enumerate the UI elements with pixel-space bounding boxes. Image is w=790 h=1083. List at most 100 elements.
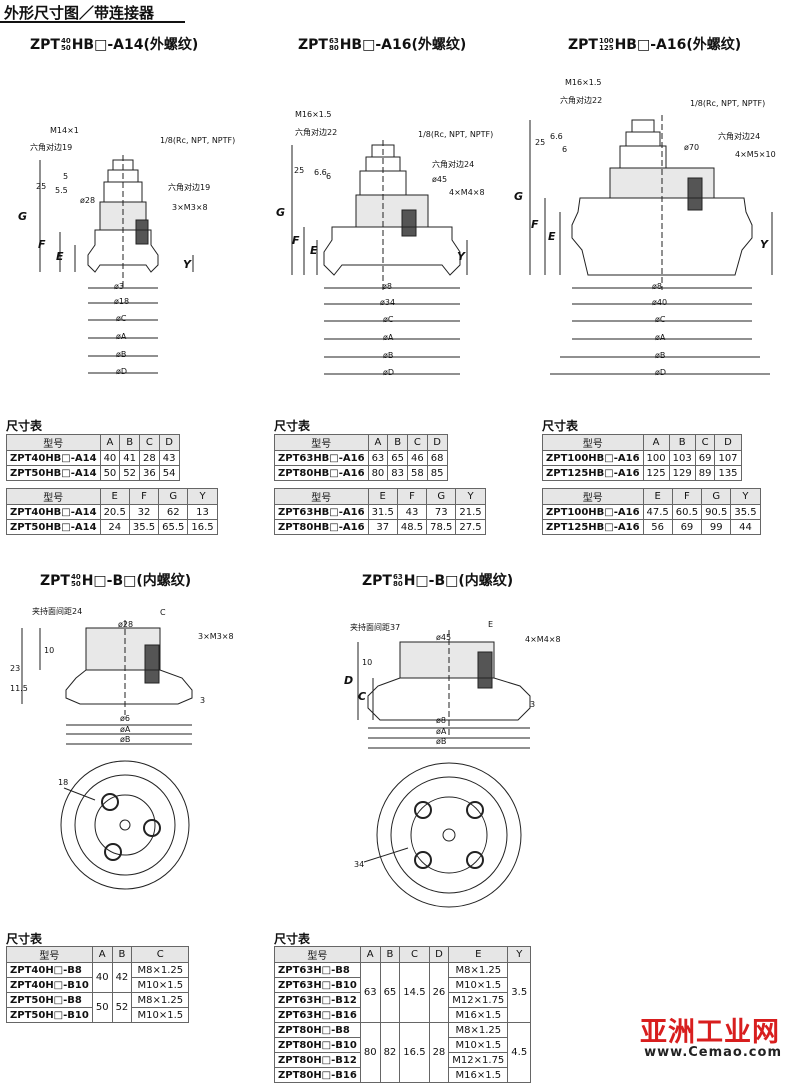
col-g: G bbox=[158, 488, 189, 505]
cell-model: ZPT63H□-B12 bbox=[274, 992, 361, 1008]
d8-label: ø8 bbox=[382, 282, 392, 291]
col-model: 型号 bbox=[274, 434, 369, 451]
cell: 35.5 bbox=[128, 519, 160, 535]
col-e: E bbox=[99, 488, 130, 505]
cell: 65 bbox=[387, 450, 409, 466]
cell: 41 bbox=[119, 450, 141, 466]
h3-label: 3 bbox=[530, 700, 536, 709]
h25-label: 25 bbox=[36, 182, 47, 191]
d18-label: ø18 bbox=[114, 297, 130, 306]
cell: M16×1.5 bbox=[448, 1007, 509, 1023]
boss-diameter-label: ø45 bbox=[436, 633, 452, 642]
port-label: 1/8(Rc, NPT, NPTF) bbox=[160, 136, 236, 145]
boss-diameter-label: ø70 bbox=[684, 143, 700, 152]
col-e: E bbox=[448, 946, 509, 963]
h6-label: 6 bbox=[326, 172, 332, 181]
cell: 80 bbox=[359, 1022, 381, 1083]
d6-label: ø6 bbox=[120, 714, 130, 723]
col-a: A bbox=[99, 434, 121, 451]
section-title: 外形尺寸图／带连接器 bbox=[4, 4, 155, 22]
g-label: G bbox=[276, 206, 286, 219]
cell: 31.5 bbox=[367, 504, 398, 520]
h25-label: 25 bbox=[535, 138, 546, 147]
pad-side bbox=[65, 669, 193, 705]
db-label: øB bbox=[383, 351, 394, 360]
da-label: øA bbox=[436, 727, 447, 736]
cell-model: ZPT80HB□-A16 bbox=[274, 465, 369, 481]
title-prefix: ZPT bbox=[40, 573, 70, 589]
f-label: F bbox=[292, 234, 300, 247]
size-bottom: 80 bbox=[328, 44, 339, 52]
clamp-label: 夹持面间距24 bbox=[32, 607, 83, 616]
cell: 14.5 bbox=[399, 962, 430, 1023]
dc-label: øC bbox=[116, 314, 127, 323]
cell-model: ZPT40H□-B10 bbox=[6, 977, 93, 993]
cell: 16.5 bbox=[187, 519, 218, 535]
h115-label: 11.5 bbox=[10, 684, 28, 693]
cell-model: ZPT50H□-B8 bbox=[6, 992, 93, 1008]
cell: 129 bbox=[668, 465, 696, 481]
d3-label: ø3 bbox=[114, 282, 124, 291]
thread-label: M14×1 bbox=[50, 126, 79, 135]
cell: 125 bbox=[642, 465, 670, 481]
f-label: F bbox=[38, 238, 46, 251]
title-underline bbox=[0, 21, 185, 23]
cell-model: ZPT63HB□-A16 bbox=[274, 450, 369, 466]
cell: 78.5 bbox=[426, 519, 457, 535]
cell: M10×1.5 bbox=[448, 977, 509, 993]
cell: 42 bbox=[111, 962, 133, 993]
boss-diameter-label: ø45 bbox=[432, 175, 448, 184]
cell-model: ZPT80H□-B8 bbox=[274, 1022, 361, 1038]
col-f: F bbox=[671, 488, 703, 505]
da-label: øA bbox=[655, 333, 666, 342]
db-label: øB bbox=[116, 350, 127, 359]
cell: 54 bbox=[158, 465, 180, 481]
col-d: D bbox=[714, 434, 742, 451]
hex-label-2: 六角对边24 bbox=[432, 160, 475, 169]
cell-model: ZPT125HB□-A16 bbox=[542, 465, 644, 481]
y-label: Y bbox=[183, 258, 191, 271]
y-label: Y bbox=[457, 250, 465, 263]
cell-model: ZPT80H□-B16 bbox=[274, 1067, 361, 1083]
d40-label: ø40 bbox=[652, 298, 668, 307]
cell: 35.5 bbox=[730, 504, 761, 520]
cell: 107 bbox=[714, 450, 742, 466]
cell: 28 bbox=[139, 450, 160, 466]
col-model: 型号 bbox=[542, 488, 644, 505]
e-label: E bbox=[548, 230, 556, 243]
cell: M8×1.25 bbox=[131, 962, 190, 978]
col-e: E bbox=[642, 488, 673, 505]
cell: 27.5 bbox=[455, 519, 486, 535]
title-suffix: HB□-A16(外螺纹) bbox=[339, 37, 467, 53]
cell-model: ZPT40H□-B8 bbox=[6, 962, 93, 978]
e-label: E bbox=[488, 620, 494, 629]
h5-label: 5 bbox=[63, 172, 69, 181]
dd-label: øD bbox=[383, 368, 395, 377]
cell: 47.5 bbox=[642, 504, 673, 520]
cell-model: ZPT40HB□-A14 bbox=[6, 504, 101, 520]
col-y: Y bbox=[455, 488, 486, 505]
cell: 20.5 bbox=[99, 504, 130, 520]
thread-label: M16×1.5 bbox=[295, 110, 332, 119]
db-label: øB bbox=[655, 351, 666, 360]
size-top: 63 bbox=[392, 573, 403, 581]
cell: 50 bbox=[91, 992, 113, 1023]
col-c: C bbox=[407, 434, 428, 451]
cell: 58 bbox=[407, 465, 428, 481]
cell: 16.5 bbox=[399, 1022, 430, 1083]
bolt-hole-3 bbox=[414, 851, 432, 869]
